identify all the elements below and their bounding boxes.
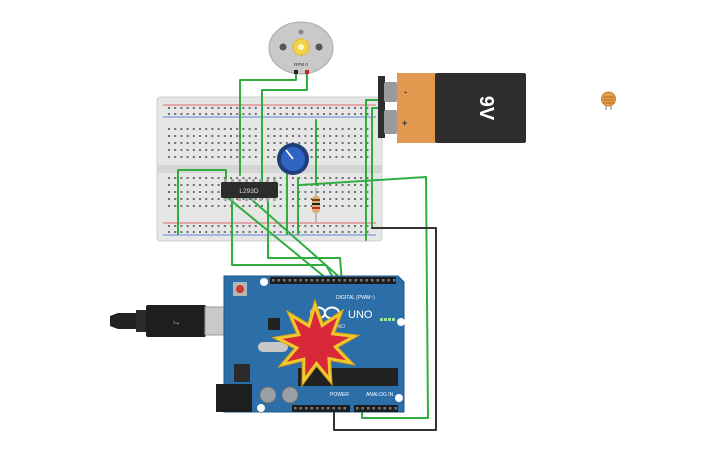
analog-pins-label: ANALOG IN bbox=[366, 392, 394, 398]
digital-pins-label: DIGITAL (PWM~) bbox=[336, 295, 375, 301]
error-explosion-icon bbox=[270, 298, 361, 388]
battery-pos-label: + bbox=[402, 118, 407, 128]
dc-motor[interactable]: RPM 0 bbox=[268, 21, 334, 75]
potentiometer[interactable] bbox=[277, 143, 309, 175]
usb-symbol-icon: ⇋ bbox=[173, 318, 180, 327]
wire-motor-b bbox=[261, 71, 308, 196]
ic-pins bbox=[224, 179, 276, 201]
battery-9v[interactable]: - + 9V bbox=[378, 73, 526, 143]
uno-label: UNO bbox=[348, 309, 373, 321]
ic-label: L293D bbox=[239, 188, 258, 195]
wire-ic-to-pin-3 bbox=[267, 197, 343, 284]
wire-motor-a bbox=[239, 71, 297, 176]
breadboard-holes bbox=[168, 107, 369, 233]
wire-ic-loop bbox=[177, 169, 227, 235]
battery-voltage-label: 9V bbox=[475, 96, 497, 121]
wire-res-to-analog bbox=[299, 176, 429, 419]
wire-battery-neg bbox=[365, 99, 381, 241]
wire-ic-to-pin-2 bbox=[231, 199, 337, 284]
battery-neg-label: - bbox=[404, 87, 407, 97]
resistor[interactable] bbox=[312, 188, 320, 222]
header-pins bbox=[272, 279, 397, 410]
wire-gnd bbox=[333, 227, 437, 431]
wire-ic-to-pin-4 bbox=[249, 197, 347, 284]
breadboard[interactable] bbox=[156, 96, 383, 242]
l293d-chip[interactable]: L293D bbox=[221, 179, 278, 201]
wires bbox=[177, 71, 437, 431]
wire-ic-to-pin-1 bbox=[227, 197, 333, 284]
power-pins-label: POWER bbox=[330, 392, 349, 398]
wire-battery-pos bbox=[371, 107, 381, 229]
motor-rpm-label: RPM 0 bbox=[294, 62, 308, 67]
photoresistor[interactable] bbox=[601, 91, 616, 110]
reset-button[interactable] bbox=[236, 285, 244, 293]
